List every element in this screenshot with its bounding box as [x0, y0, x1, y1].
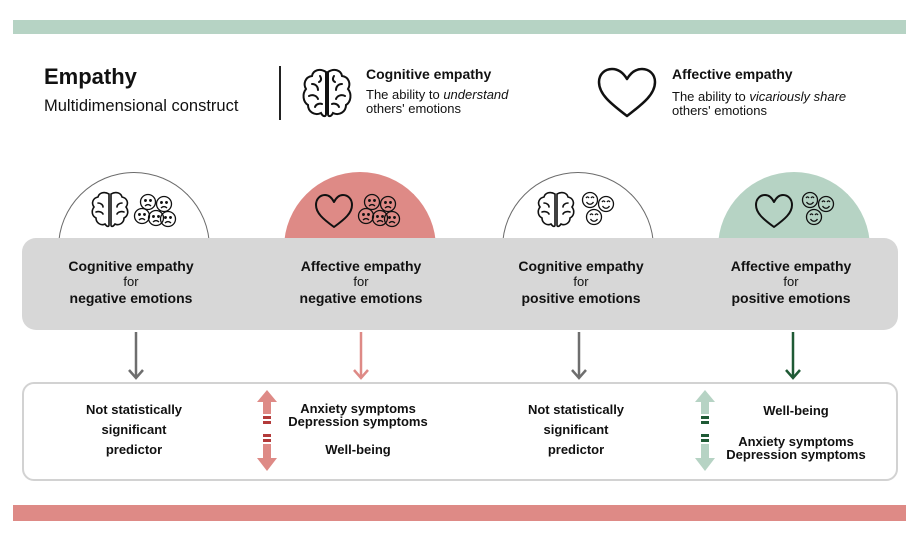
- category-label-line2: for: [353, 274, 369, 289]
- outcome-line: Not statistically: [527, 402, 625, 417]
- category-affective-negative: Affective empathy for negative emotions: [266, 258, 456, 306]
- category-cognitive-positive: Cognitive empathy for positive emotions: [486, 258, 676, 306]
- category-cognitive-negative: Cognitive empathy for negative emotions: [36, 258, 226, 306]
- category-label-line1: Cognitive empathy: [68, 258, 194, 274]
- heart-icon: [597, 67, 657, 118]
- sad-faces-icon: [360, 194, 402, 230]
- brain-icon: [302, 68, 352, 118]
- outcome-line: Not statistically: [85, 402, 183, 417]
- outcome-line: significant: [101, 422, 167, 437]
- category-panel: [22, 238, 898, 330]
- category-affective-positive: Affective empathy for positive emotions: [696, 258, 886, 306]
- category-label-line3: negative emotions: [299, 290, 423, 306]
- sad-faces-icon: [136, 194, 178, 230]
- dome-cognitive-negative: [58, 172, 210, 248]
- desc-line2: others' emotions: [672, 103, 767, 118]
- outcome-panel: [22, 382, 898, 481]
- dome-heart-icon: [755, 194, 793, 228]
- cognitive-empathy-title: Cognitive empathy: [366, 66, 492, 82]
- outcome-line: significant: [543, 422, 609, 437]
- outcome-wellbeing: Well-being: [763, 403, 829, 418]
- outcome-not-significant: Not statistically significant predictor: [506, 400, 646, 460]
- dome-affective-positive: [718, 172, 870, 248]
- desc-prefix: The ability to: [366, 87, 444, 102]
- page-title: Empathy: [44, 64, 137, 89]
- dome-brain-icon: [91, 191, 129, 228]
- happy-faces-icon: [578, 192, 620, 228]
- category-label-line1: Cognitive empathy: [518, 258, 644, 274]
- outcome-line: predictor: [105, 442, 163, 457]
- category-label-line2: for: [123, 274, 139, 289]
- category-label-line3: negative emotions: [69, 290, 193, 306]
- outcome-anxiety: Anxiety symptoms: [738, 434, 854, 449]
- category-label-line1: Affective empathy: [730, 258, 852, 274]
- category-label-line1: Affective empathy: [300, 258, 422, 274]
- header-divider: [279, 66, 281, 120]
- category-label-line3: positive emotions: [731, 290, 851, 306]
- cognitive-empathy-description: The ability to understand others' emotio…: [366, 88, 508, 116]
- outcome-anxiety: Anxiety symptoms: [300, 401, 416, 416]
- page-subtitle: Multidimensional construct: [44, 97, 239, 115]
- top-color-band: [13, 20, 906, 34]
- affective-empathy-description: The ability to vicariously share others'…: [672, 90, 846, 118]
- category-label-line3: positive emotions: [521, 290, 641, 306]
- happy-faces-icon: [798, 192, 840, 228]
- outcome-line: predictor: [547, 442, 605, 457]
- arrow-down-icon: [571, 332, 587, 380]
- outcome-depression: Depression symptoms: [288, 414, 428, 429]
- increase-decrease-arrows-icon: [695, 390, 715, 471]
- category-label-line2: for: [573, 274, 589, 289]
- bottom-color-band: [13, 505, 906, 521]
- category-label-line2: for: [783, 274, 799, 289]
- affective-empathy-title: Affective empathy: [672, 66, 793, 82]
- outcome-wellbeing: Well-being: [325, 442, 391, 457]
- outcome-depression: Depression symptoms: [726, 447, 866, 462]
- dome-brain-icon: [537, 191, 575, 228]
- increase-decrease-arrows-icon: [257, 390, 277, 471]
- arrow-down-icon: [785, 332, 801, 380]
- arrow-down-icon: [128, 332, 144, 380]
- desc-emphasis: vicariously share: [749, 89, 847, 104]
- outcome-not-significant: Not statistically significant predictor: [64, 400, 204, 460]
- dome-heart-icon: [315, 194, 353, 228]
- desc-emphasis: understand: [443, 87, 509, 102]
- arrow-down-icon: [353, 332, 369, 380]
- desc-line2: others' emotions: [366, 101, 461, 116]
- desc-prefix: The ability to: [672, 89, 750, 104]
